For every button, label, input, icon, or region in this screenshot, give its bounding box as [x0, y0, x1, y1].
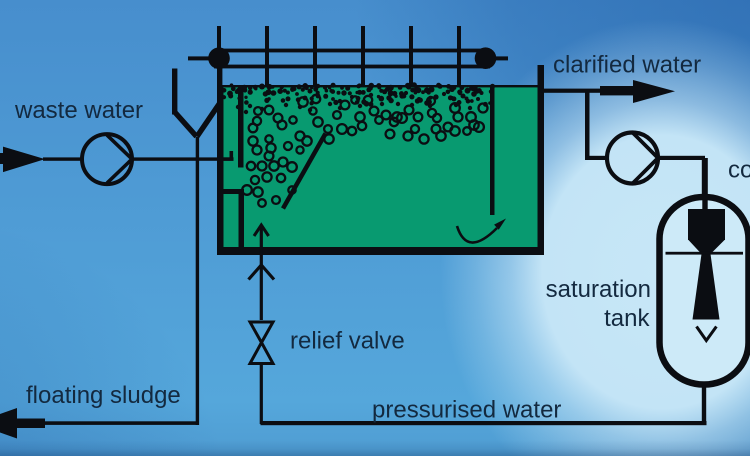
svg-text:pressurised water: pressurised water — [372, 397, 561, 424]
svg-text:compressed air: compressed air — [728, 157, 750, 184]
svg-text:saturation: saturation — [546, 276, 651, 303]
svg-text:relief valve: relief valve — [290, 328, 405, 355]
svg-text:floating sludge: floating sludge — [26, 382, 181, 409]
svg-text:tank: tank — [604, 305, 650, 332]
svg-text:waste water: waste water — [14, 97, 143, 124]
svg-text:clarified water: clarified water — [553, 52, 701, 79]
